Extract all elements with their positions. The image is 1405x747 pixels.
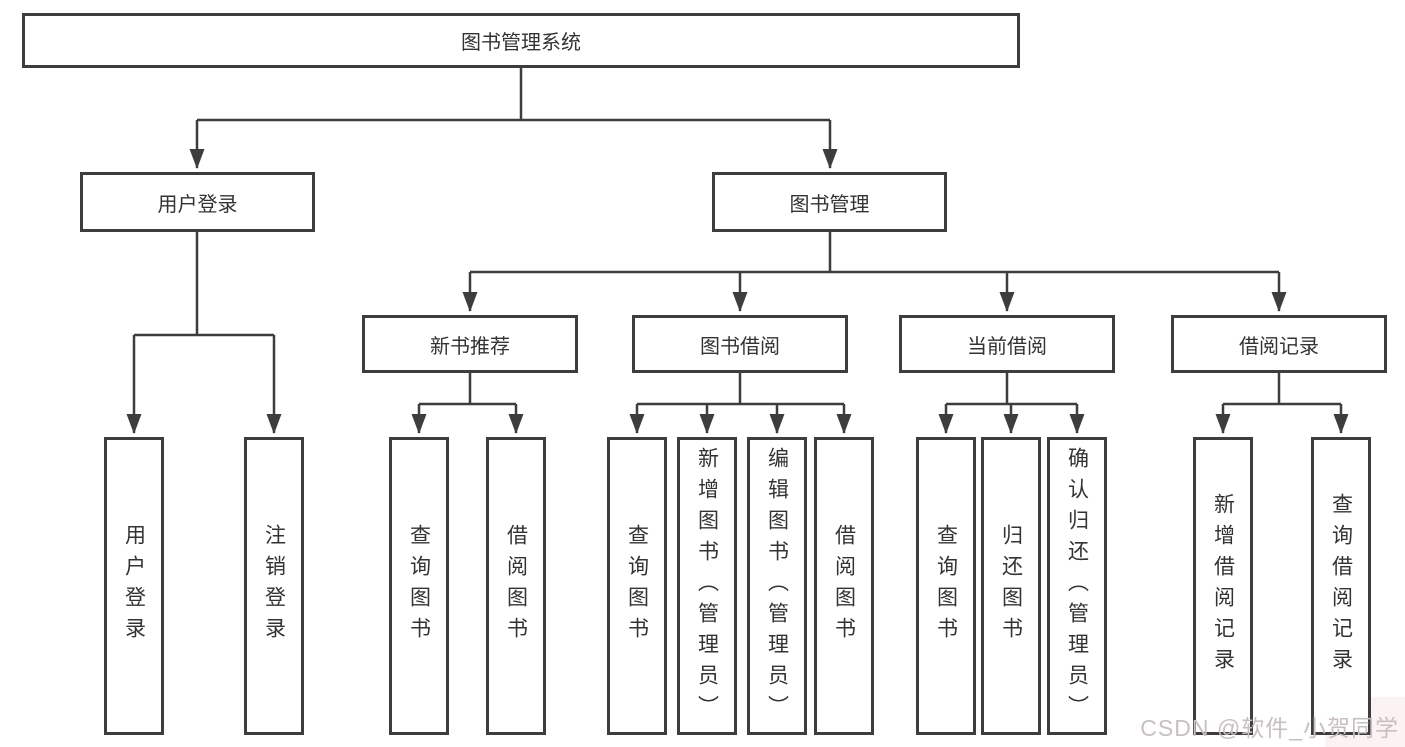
node-label: 查询图书 xyxy=(934,524,958,648)
node-leaf-logout: 注销登录 xyxy=(244,437,304,735)
node-label: 图书借阅 xyxy=(700,335,780,358)
connector-borrow-records-group xyxy=(1215,373,1349,434)
connector-current-borrow-group xyxy=(938,373,1085,434)
node-label: 图书管理系统 xyxy=(461,32,581,54)
node-label: 用户登录 xyxy=(122,524,146,648)
node-label: 借阅图书 xyxy=(832,524,856,648)
node-user-login: 用户登录 xyxy=(80,172,315,232)
node-label: 借阅记录 xyxy=(1239,335,1319,358)
connector-root-to-level2 xyxy=(189,68,838,169)
node-leaf-borrow-books-1: 借阅图书 xyxy=(486,437,546,735)
node-leaf-query-books-1: 查询图书 xyxy=(389,437,449,735)
connector-user-login-group xyxy=(126,232,282,434)
node-leaf-confirm-return-admin: 确认归还（管理员） xyxy=(1047,437,1107,735)
node-borrow-records: 借阅记录 xyxy=(1171,315,1387,373)
node-new-book-recommend: 新书推荐 xyxy=(362,315,578,373)
node-leaf-user-login: 用户登录 xyxy=(104,437,164,735)
node-leaf-borrow-books-2: 借阅图书 xyxy=(814,437,874,735)
node-leaf-add-borrow-record: 新增借阅记录 xyxy=(1193,437,1253,735)
node-label: 编辑图书（管理员） xyxy=(765,446,789,726)
node-label: 归还图书 xyxy=(999,524,1023,648)
connector-book-management-to-level3 xyxy=(462,232,1287,312)
node-label: 确认归还（管理员） xyxy=(1065,446,1089,726)
node-label: 查询图书 xyxy=(625,524,649,648)
node-label: 新增借阅记录 xyxy=(1211,493,1235,679)
node-leaf-query-borrow-record: 查询借阅记录 xyxy=(1311,437,1371,735)
node-label: 注销登录 xyxy=(262,524,286,648)
node-leaf-query-books-3: 查询图书 xyxy=(916,437,976,735)
node-root-library-system: 图书管理系统 xyxy=(22,13,1020,68)
node-label: 图书管理 xyxy=(789,193,870,216)
connector-new-book-group xyxy=(411,373,524,434)
node-label: 新增图书（管理员） xyxy=(695,446,719,726)
node-label: 查询借阅记录 xyxy=(1329,493,1353,679)
node-leaf-edit-book-admin: 编辑图书（管理员） xyxy=(747,437,807,735)
node-label: 查询图书 xyxy=(407,524,431,648)
node-label: 新书推荐 xyxy=(430,335,510,358)
node-leaf-add-book-admin: 新增图书（管理员） xyxy=(677,437,737,735)
node-label: 借阅图书 xyxy=(504,524,528,648)
node-book-borrow: 图书借阅 xyxy=(632,315,848,373)
csdn-watermark: CSDN @软件_小贺同学 xyxy=(1140,715,1399,741)
node-current-borrow: 当前借阅 xyxy=(899,315,1115,373)
connector-book-borrow-group xyxy=(629,373,852,434)
node-book-management: 图书管理 xyxy=(712,172,947,232)
node-label: 当前借阅 xyxy=(967,335,1047,358)
node-leaf-query-books-2: 查询图书 xyxy=(607,437,667,735)
node-label: 用户登录 xyxy=(157,193,238,216)
node-leaf-return-book: 归还图书 xyxy=(981,437,1041,735)
